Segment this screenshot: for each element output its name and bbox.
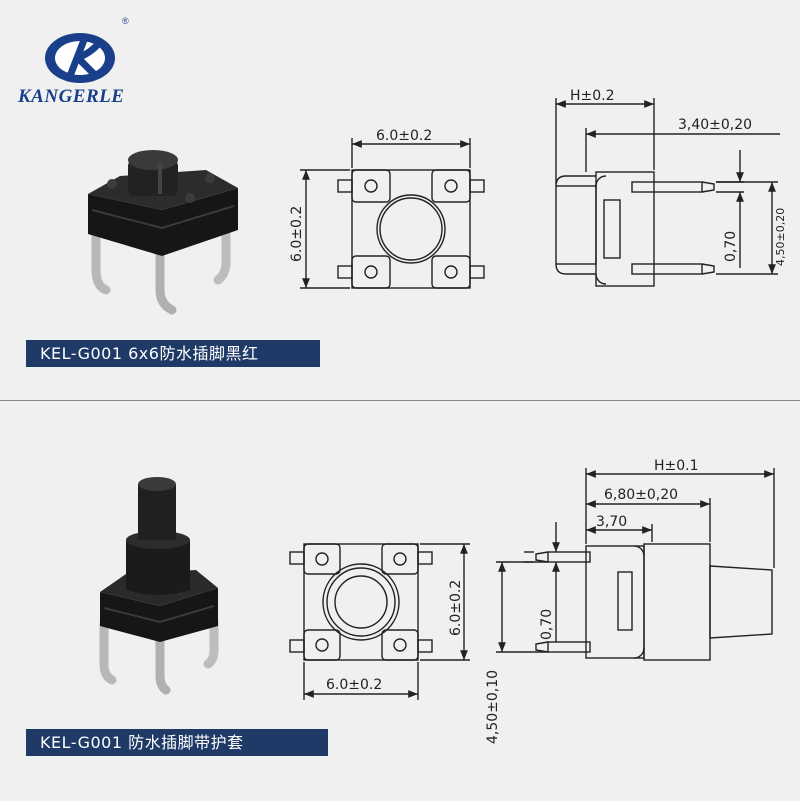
p2-pin-gap-label: 0,70	[539, 609, 555, 640]
product2-caption: KEL-G001 防水插脚带护套	[26, 729, 328, 756]
brand-name: KANGERLE	[18, 86, 125, 107]
p2-right-height-label: 6.0±0.2	[448, 580, 464, 636]
p2-side-offset-label: 3,70	[596, 514, 627, 530]
product2-top-view	[289, 543, 470, 700]
p1-side-offset-label: 3,40±0,20	[678, 117, 752, 133]
p2-side-body-label: 6,80±0,20	[604, 487, 678, 503]
p1-pin-span-label: 4,50±0,20	[774, 208, 787, 266]
p2-side-h-label: H±0.1	[654, 458, 699, 474]
p1-side-h-label: H±0.2	[570, 88, 615, 104]
p1-pin-gap-label: 0,70	[723, 231, 739, 262]
product1-caption: KEL-G001 6x6防水插脚黑红	[26, 340, 320, 367]
p2-pin-span-label: 4,50±0,10	[485, 670, 501, 744]
section-divider	[0, 400, 800, 401]
p1-left-height-label: 6.0±0.2	[289, 206, 305, 262]
p2-bottom-width-label: 6.0±0.2	[326, 677, 382, 693]
product1-photo	[88, 150, 238, 315]
p1-top-width-label: 6.0±0.2	[376, 128, 432, 144]
brand-logo: ®	[18, 12, 158, 112]
registered-mark: ®	[122, 16, 129, 26]
product1-top-view	[300, 138, 485, 289]
product1-side-view	[555, 98, 780, 287]
product2-photo	[99, 477, 219, 695]
product2-side-view	[496, 468, 775, 661]
